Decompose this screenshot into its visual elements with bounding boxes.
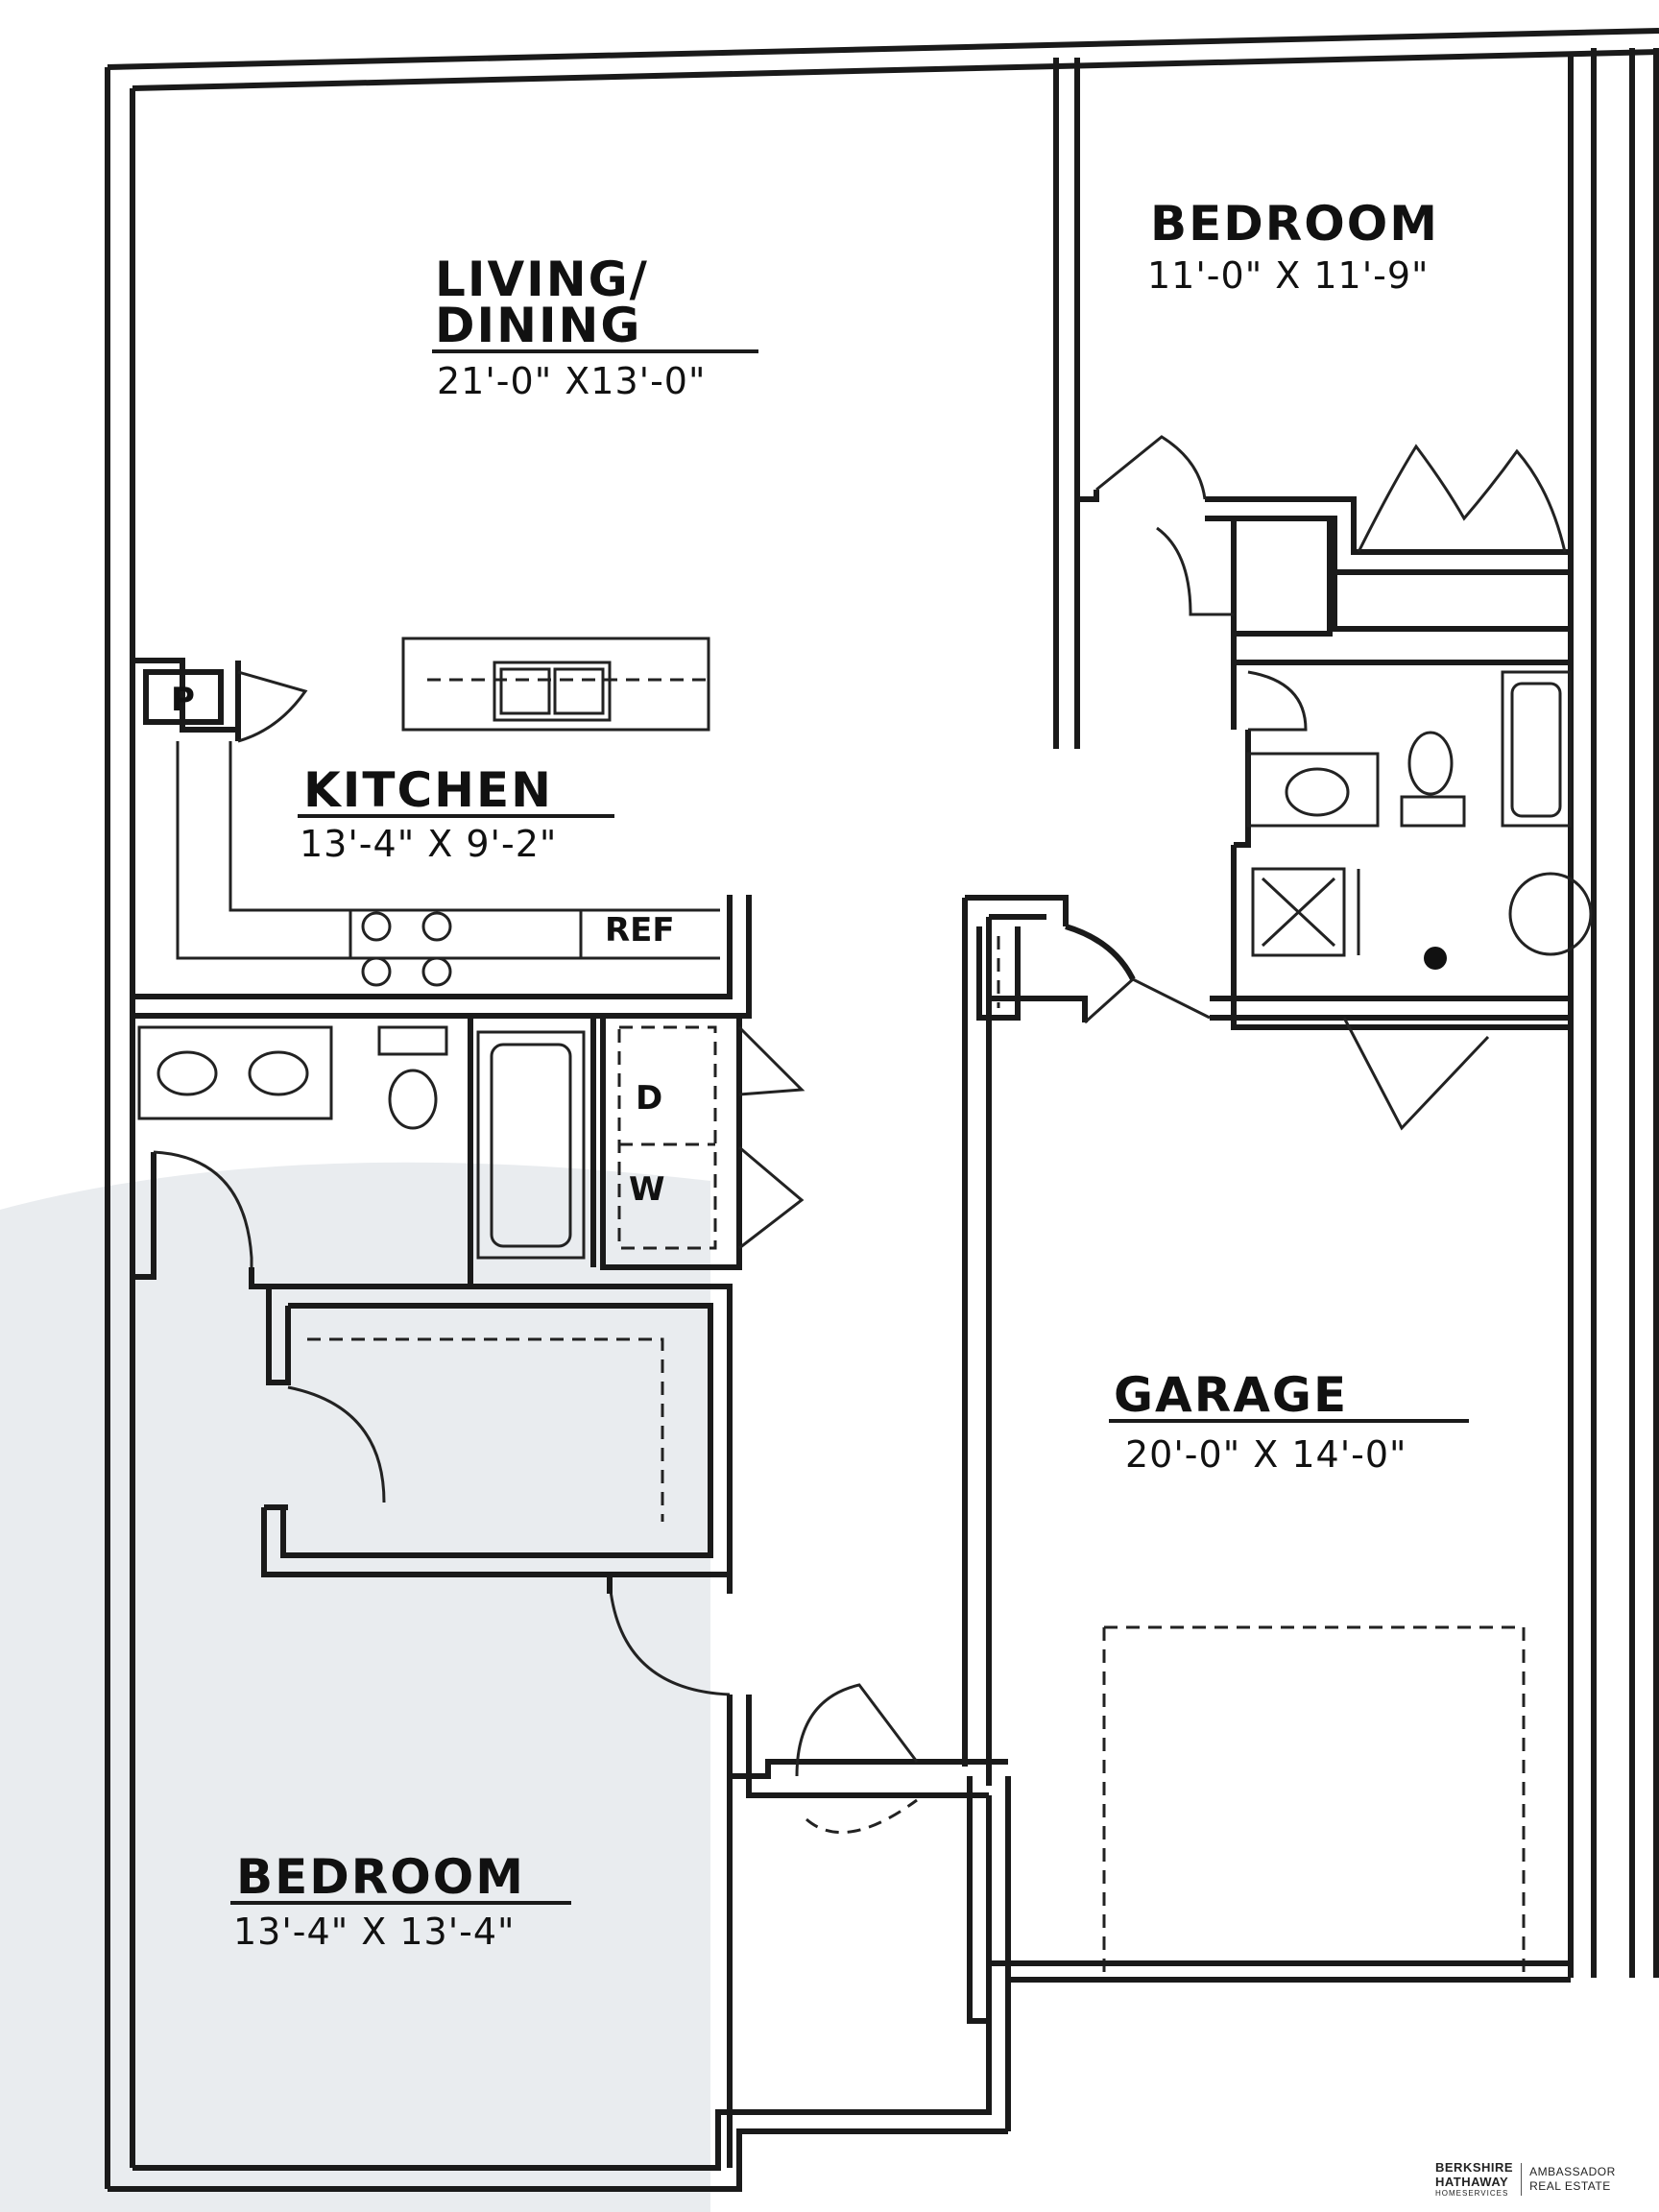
dryer-label: D [636,1079,662,1118]
exterior-walls [105,28,1659,2192]
brand-line-2: HATHAWAY [1435,2175,1509,2189]
brand-divider [1521,2163,1523,2196]
brokerage-wordmark: BERKSHIRE HATHAWAY HOMESERVICES [1435,2160,1513,2199]
agency-line-2: REAL ESTATE [1529,2179,1611,2193]
brand-line-1: BERKSHIRE [1435,2160,1514,2175]
bedroom-lower-dims: 13'-4" X 13'-4" [233,1911,516,1953]
pantry-label: P [171,681,195,719]
bedroom-lower-name: BEDROOM [236,1849,525,1905]
living-dining-name-1: LIVING/ [435,252,649,307]
kitchen-dims: 13'-4" X 9'-2" [300,823,557,865]
kitchen-area [130,637,752,1019]
labels: LIVING/ DINING 21'-0" X13'-0" BEDROOM 11… [171,196,1469,1953]
agency-line-1: AMBASSADOR [1529,2165,1616,2178]
bath-laundry [132,1016,805,1289]
garage-dims: 20'-0" X 14'-0" [1125,1433,1407,1476]
refrigerator-label: REF [605,911,675,950]
brand-logo: BERKSHIRE HATHAWAY HOMESERVICES AMBASSAD… [1435,2153,1654,2205]
upper-partitions [1053,58,1571,1030]
upper-bath [1095,435,1593,970]
bedroom-upper-dims: 11'-0" X 11'-9" [1147,254,1430,297]
garage-name: GARAGE [1114,1367,1348,1423]
bedroom-upper-name: BEDROOM [1150,196,1439,252]
garage-walls [962,895,1571,1983]
living-dining-dims: 21'-0" X13'-0" [437,360,706,402]
agency-wordmark: AMBASSADOR REAL ESTATE [1529,2165,1616,2194]
brand-line-3: HOMESERVICES [1435,2189,1509,2198]
kitchen-name: KITCHEN [303,762,553,818]
washer-label: W [629,1170,665,1209]
lower-bedroom-walls [607,1575,1008,2168]
living-dining-name-2: DINING [435,298,641,353]
paper-shadow [0,1162,710,2212]
